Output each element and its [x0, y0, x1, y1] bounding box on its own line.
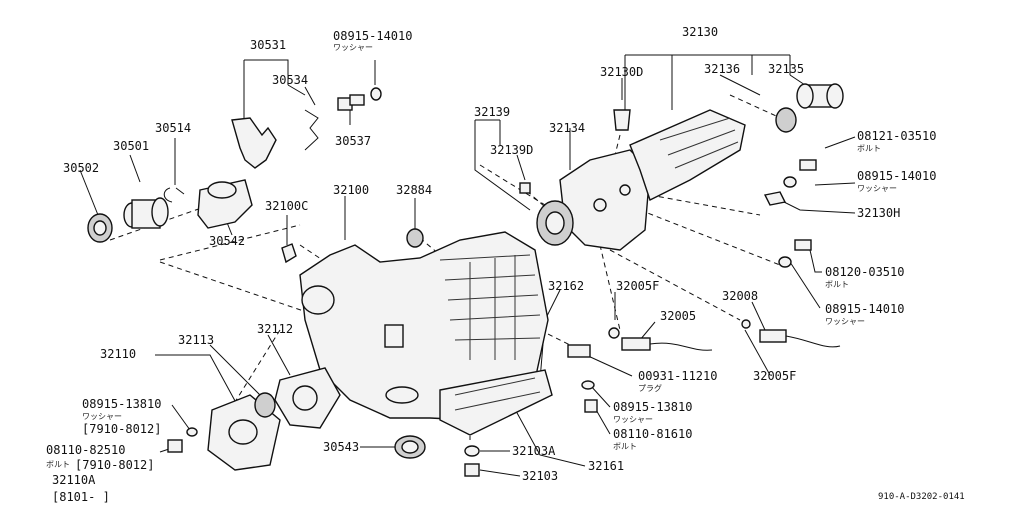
sensor-plug — [406, 228, 424, 248]
label-30534[interactable]: 30534 — [272, 73, 309, 87]
label-32113[interactable]: 32113 — [178, 333, 215, 347]
label-08915-14010-top[interactable]: 08915-14010 — [333, 29, 413, 43]
clutch-hub — [197, 179, 253, 229]
bolt-82510 — [167, 439, 183, 453]
washer-32103A — [464, 445, 480, 457]
label-32110A[interactable]: 32110A — [52, 473, 96, 487]
label-32103A[interactable]: 32103A — [512, 444, 556, 458]
transmission-case — [299, 231, 549, 421]
label-32008[interactable]: 32008 — [722, 289, 759, 303]
plate-32112 — [274, 367, 341, 429]
breather-plug — [281, 243, 297, 264]
label-32135[interactable]: 32135 — [768, 62, 805, 76]
speed-sensor-right — [741, 319, 841, 348]
label-08915-14010-mid[interactable]: 08915-14010 — [857, 169, 937, 183]
seal-ring-30543 — [394, 435, 426, 459]
label-32005F-a[interactable]: 32005F — [616, 279, 660, 293]
dust-boot — [796, 83, 844, 109]
shift-fork — [231, 117, 277, 169]
label-32103[interactable]: 32103 — [522, 469, 559, 483]
leader-lines — [79, 54, 856, 477]
rear-bushing — [613, 109, 631, 131]
label-08120-03510[interactable]: 08120-03510 — [825, 265, 905, 279]
housing-bolts — [763, 159, 817, 268]
label-washer-mid: ワッシャー — [857, 184, 897, 193]
side-gasket-32113 — [254, 392, 276, 418]
label-08915-13810-left[interactable]: 08915-13810 — [82, 397, 162, 411]
label-32139D[interactable]: 32139D — [490, 143, 534, 157]
label-08110-82510[interactable]: 08110-82510 — [46, 443, 126, 457]
label-32100[interactable]: 32100 — [333, 183, 370, 197]
speed-sensor-left — [608, 327, 713, 351]
label-08915-13810-right[interactable]: 08915-13810 — [613, 400, 693, 414]
label-32130H[interactable]: 32130H — [857, 206, 901, 220]
assembly-dashed-lines — [109, 94, 786, 440]
extension-gasket-ring — [536, 200, 574, 246]
label-washer-top: ワッシャー — [333, 43, 373, 52]
label-plug: プラグ — [638, 384, 662, 393]
label-30537[interactable]: 30537 — [335, 134, 372, 148]
label-32005[interactable]: 32005 — [660, 309, 697, 323]
label-08121-03510[interactable]: 08121-03510 — [857, 129, 937, 143]
oil-pan — [439, 369, 553, 436]
oil-seal-ring — [87, 213, 113, 243]
label-washer-left: ワッシャー — [82, 412, 122, 421]
label-30501[interactable]: 30501 — [113, 139, 150, 153]
label-range-2: [7910-8012] — [75, 458, 155, 472]
bolt-30537 — [337, 87, 382, 111]
release-bearing — [123, 197, 169, 229]
label-32005F-b[interactable]: 32005F — [753, 369, 797, 383]
label-range-3: [8101- ] — [52, 490, 110, 504]
label-30514[interactable]: 30514 — [155, 121, 192, 135]
figure-code: 910-A-D3202-0141 — [878, 492, 965, 502]
label-30502[interactable]: 30502 — [63, 161, 100, 175]
label-washer-low: ワッシャー — [825, 317, 865, 326]
drain-plug — [567, 344, 591, 358]
label-washer-right: ワッシャー — [613, 415, 653, 424]
label-32884[interactable]: 32884 — [396, 183, 433, 197]
dowel-pin — [519, 182, 531, 194]
spring-clip — [304, 109, 319, 151]
label-32136[interactable]: 32136 — [704, 62, 741, 76]
label-32130D[interactable]: 32130D — [600, 65, 644, 79]
label-32110[interactable]: 32110 — [100, 347, 137, 361]
label-32162[interactable]: 32162 — [548, 279, 585, 293]
label-32130[interactable]: 32130 — [682, 25, 719, 39]
label-32100C[interactable]: 32100C — [265, 199, 309, 213]
snap-clip — [163, 187, 185, 203]
label-30542[interactable]: 30542 — [209, 234, 246, 248]
label-bolt-left: ボルト — [46, 460, 70, 469]
label-range-1: [7910-8012] — [82, 422, 162, 436]
label-bolt-2: ボルト — [825, 280, 849, 289]
washer-13810-right — [581, 380, 595, 390]
label-bolt-right: ボルト — [613, 442, 637, 451]
label-32139[interactable]: 32139 — [474, 105, 511, 119]
label-30543[interactable]: 30543 — [323, 440, 360, 454]
extension-housing — [559, 109, 746, 251]
label-30531[interactable]: 30531 — [250, 38, 287, 52]
label-08110-81610[interactable]: 08110-81610 — [613, 427, 693, 441]
label-00931-11210[interactable]: 00931-11210 — [638, 369, 718, 383]
label-32112[interactable]: 32112 — [257, 322, 294, 336]
drain-plug-32103 — [464, 463, 480, 477]
bolt-81610 — [584, 399, 598, 413]
label-bolt-1: ボルト — [857, 144, 881, 153]
rear-oil-seal — [775, 107, 797, 133]
washer-13810-left — [186, 427, 198, 437]
label-08915-14010-low[interactable]: 08915-14010 — [825, 302, 905, 316]
label-32161[interactable]: 32161 — [588, 459, 625, 473]
label-32134[interactable]: 32134 — [549, 121, 586, 135]
